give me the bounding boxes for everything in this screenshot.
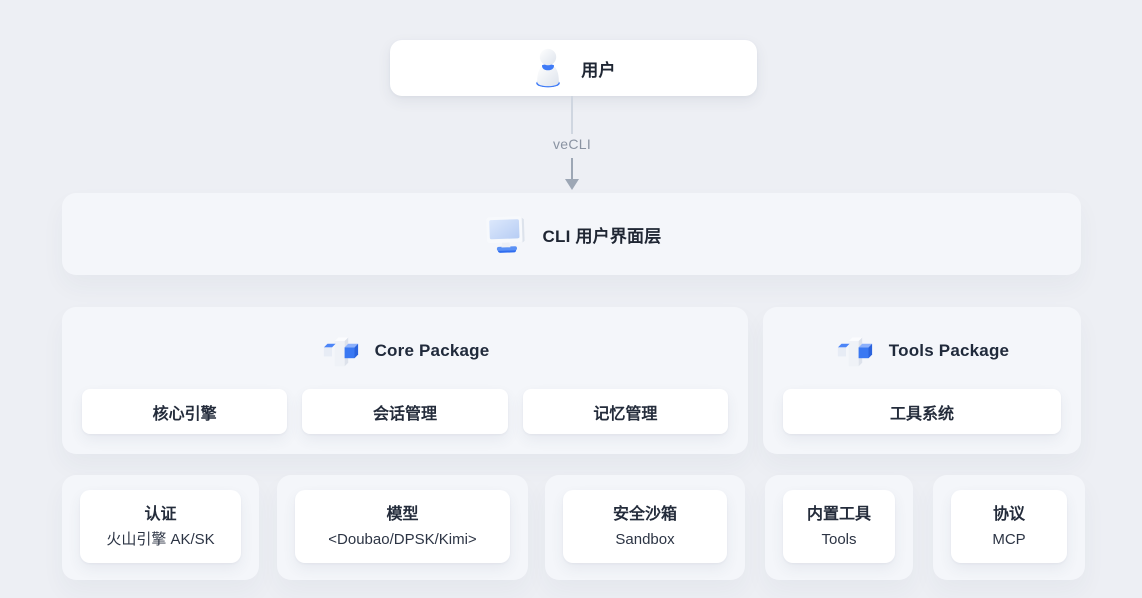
cli-layer-node: CLI 用户界面层 [62,193,1081,275]
tools-package-title: Tools Package [888,341,1010,360]
auth-node: 认证 火山引擎 AK/SK [80,490,241,563]
core-package-title: Core Package [374,341,490,360]
arrow-line-top [571,96,573,134]
protocol-node: 协议 MCP [951,490,1067,563]
sandbox-node-subtitle: Sandbox [615,530,675,548]
arrow-label: veCLI [552,136,592,152]
core-engine-box: 核心引擎 [82,389,288,434]
model-node-title: 模型 [386,505,419,523]
sandbox-node-title: 安全沙箱 [612,505,677,523]
model-panel: 模型 <Doubao/DPSK/Kimi> [277,475,528,580]
monitor-icon [485,216,525,253]
memory-management-box: 记忆管理 [522,389,728,434]
core-package-header: Core Package [62,331,748,371]
core-package-panel: Core Package 核心引擎 会话管理 记忆管理 [62,307,748,454]
package-icon [837,337,872,367]
tools-package-boxes: 工具系统 [783,389,1061,434]
builtin-tools-panel: 内置工具 Tools [765,475,913,580]
arrow-line-bottom [571,158,573,180]
cli-layer-label: CLI 用户界面层 [542,226,662,246]
arrow-head-icon [565,179,579,190]
builtin-tools-node-subtitle: Tools [821,530,857,548]
auth-node-title: 认证 [144,505,177,523]
protocol-panel: 协议 MCP [933,475,1085,580]
core-package-boxes: 核心引擎 会话管理 记忆管理 [82,389,728,434]
builtin-tools-node: 内置工具 Tools [783,490,895,563]
user-node: 用户 [390,40,757,96]
protocol-node-subtitle: MCP [992,530,1026,548]
auth-panel: 认证 火山引擎 AK/SK [62,475,259,580]
model-node: 模型 <Doubao/DPSK/Kimi> [295,490,510,563]
tools-package-panel: Tools Package 工具系统 [763,307,1081,454]
sandbox-panel: 安全沙箱 Sandbox [545,475,745,580]
sandbox-node: 安全沙箱 Sandbox [563,490,727,563]
tools-package-header: Tools Package [763,331,1081,371]
user-node-label: 用户 [581,60,616,80]
user-icon [536,48,561,88]
builtin-tools-node-title: 内置工具 [806,505,871,523]
package-icon [323,337,358,367]
tool-system-box: 工具系统 [783,389,1061,434]
model-node-subtitle: <Doubao/DPSK/Kimi> [328,530,477,548]
auth-node-subtitle: 火山引擎 AK/SK [106,530,215,548]
protocol-node-title: 协议 [992,505,1025,523]
session-management-box: 会话管理 [302,389,508,434]
